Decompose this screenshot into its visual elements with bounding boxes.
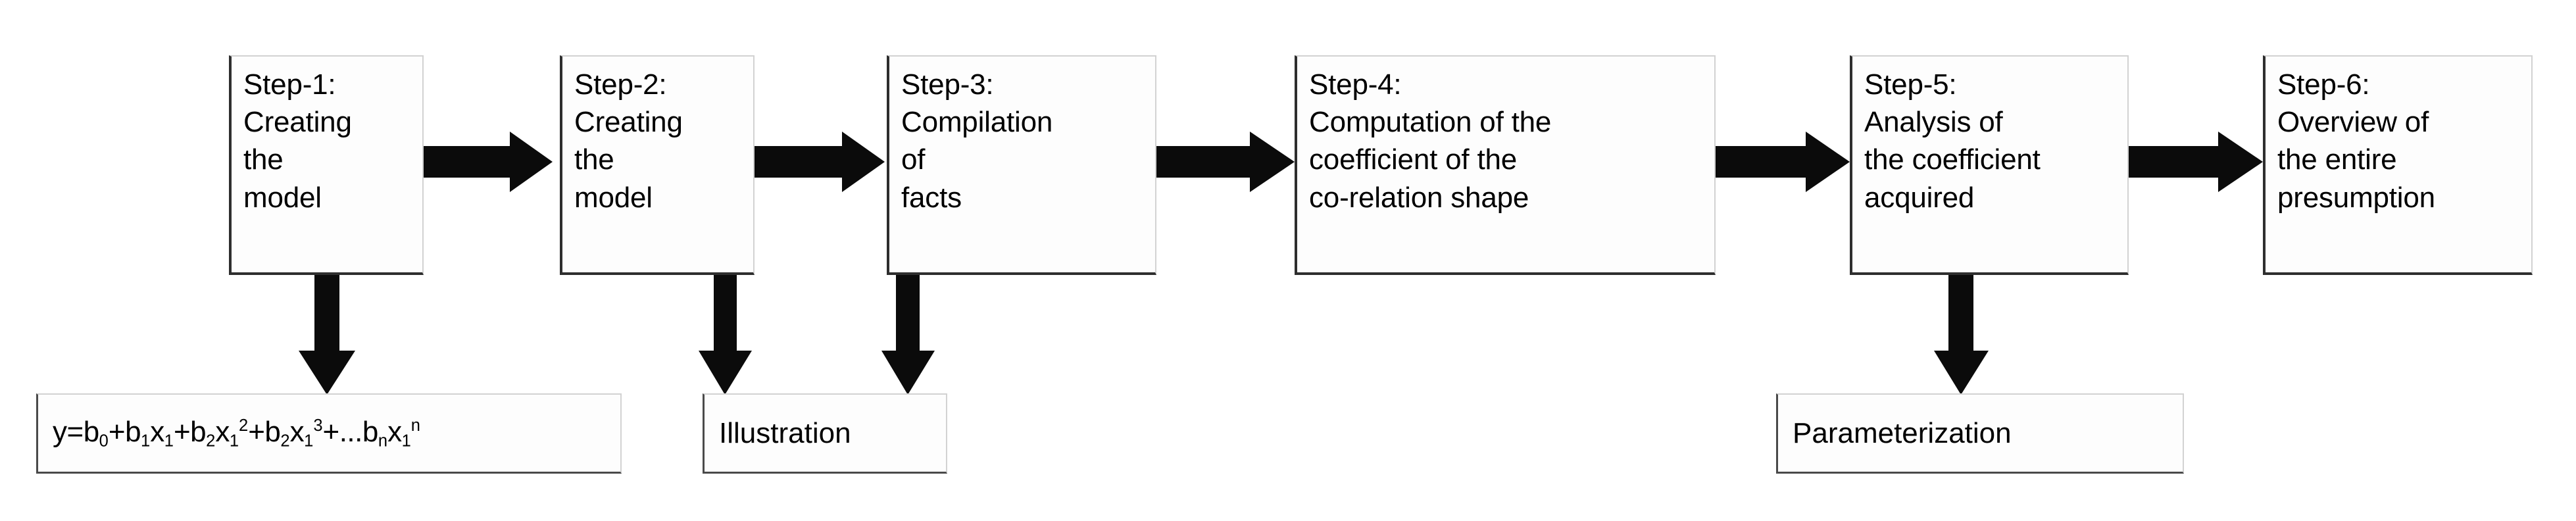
process-box-step-4[interactable]: Step-4: Computation of the coefficient o… <box>1295 55 1716 275</box>
arrow-step5-to-parameterization <box>1934 275 1989 395</box>
process-box-step-2-label: Step-2: Creating the model <box>574 68 683 214</box>
arrow-step2-to-illustration <box>699 275 752 395</box>
arrow-step3-to-illustration <box>881 275 935 395</box>
arrow-step4-to-step5 <box>1712 132 1850 192</box>
process-box-step-5-label: Step-5: Analysis of the coefficient acqu… <box>1864 68 2041 214</box>
model-equation-text: y=b0+b1x1+b2x12+b2x13+...bnx1n <box>53 415 420 451</box>
arrow-step2-to-step3 <box>754 132 885 192</box>
process-box-step-4-label: Step-4: Computation of the coefficient o… <box>1309 68 1552 214</box>
output-box-illustration[interactable]: Illustration <box>703 393 947 474</box>
illustration-label: Illustration <box>719 416 851 449</box>
output-box-parameterization[interactable]: Parameterization <box>1776 393 2184 474</box>
arrow-step1-to-step2 <box>422 132 553 192</box>
process-box-step-3-label: Step-3: Compilation of facts <box>901 68 1053 214</box>
process-box-step-5[interactable]: Step-5: Analysis of the coefficient acqu… <box>1850 55 2129 275</box>
arrow-step1-to-equation <box>299 275 355 395</box>
process-box-step-1-label: Step-1: Creating the model <box>243 68 352 214</box>
arrow-step5-to-step6 <box>2126 132 2263 192</box>
process-box-step-6-label: Step-6: Overview of the entire presumpti… <box>2277 68 2435 214</box>
process-box-step-2[interactable]: Step-2: Creating the model <box>560 55 755 275</box>
parameterization-label: Parameterization <box>1793 416 2012 449</box>
process-box-step-3[interactable]: Step-3: Compilation of facts <box>887 55 1156 275</box>
output-box-model-equation[interactable]: y=b0+b1x1+b2x12+b2x13+...bnx1n <box>36 393 622 474</box>
arrow-step3-to-step4 <box>1154 132 1295 192</box>
process-box-step-1[interactable]: Step-1: Creating the model <box>229 55 424 275</box>
process-box-step-6[interactable]: Step-6: Overview of the entire presumpti… <box>2263 55 2533 275</box>
